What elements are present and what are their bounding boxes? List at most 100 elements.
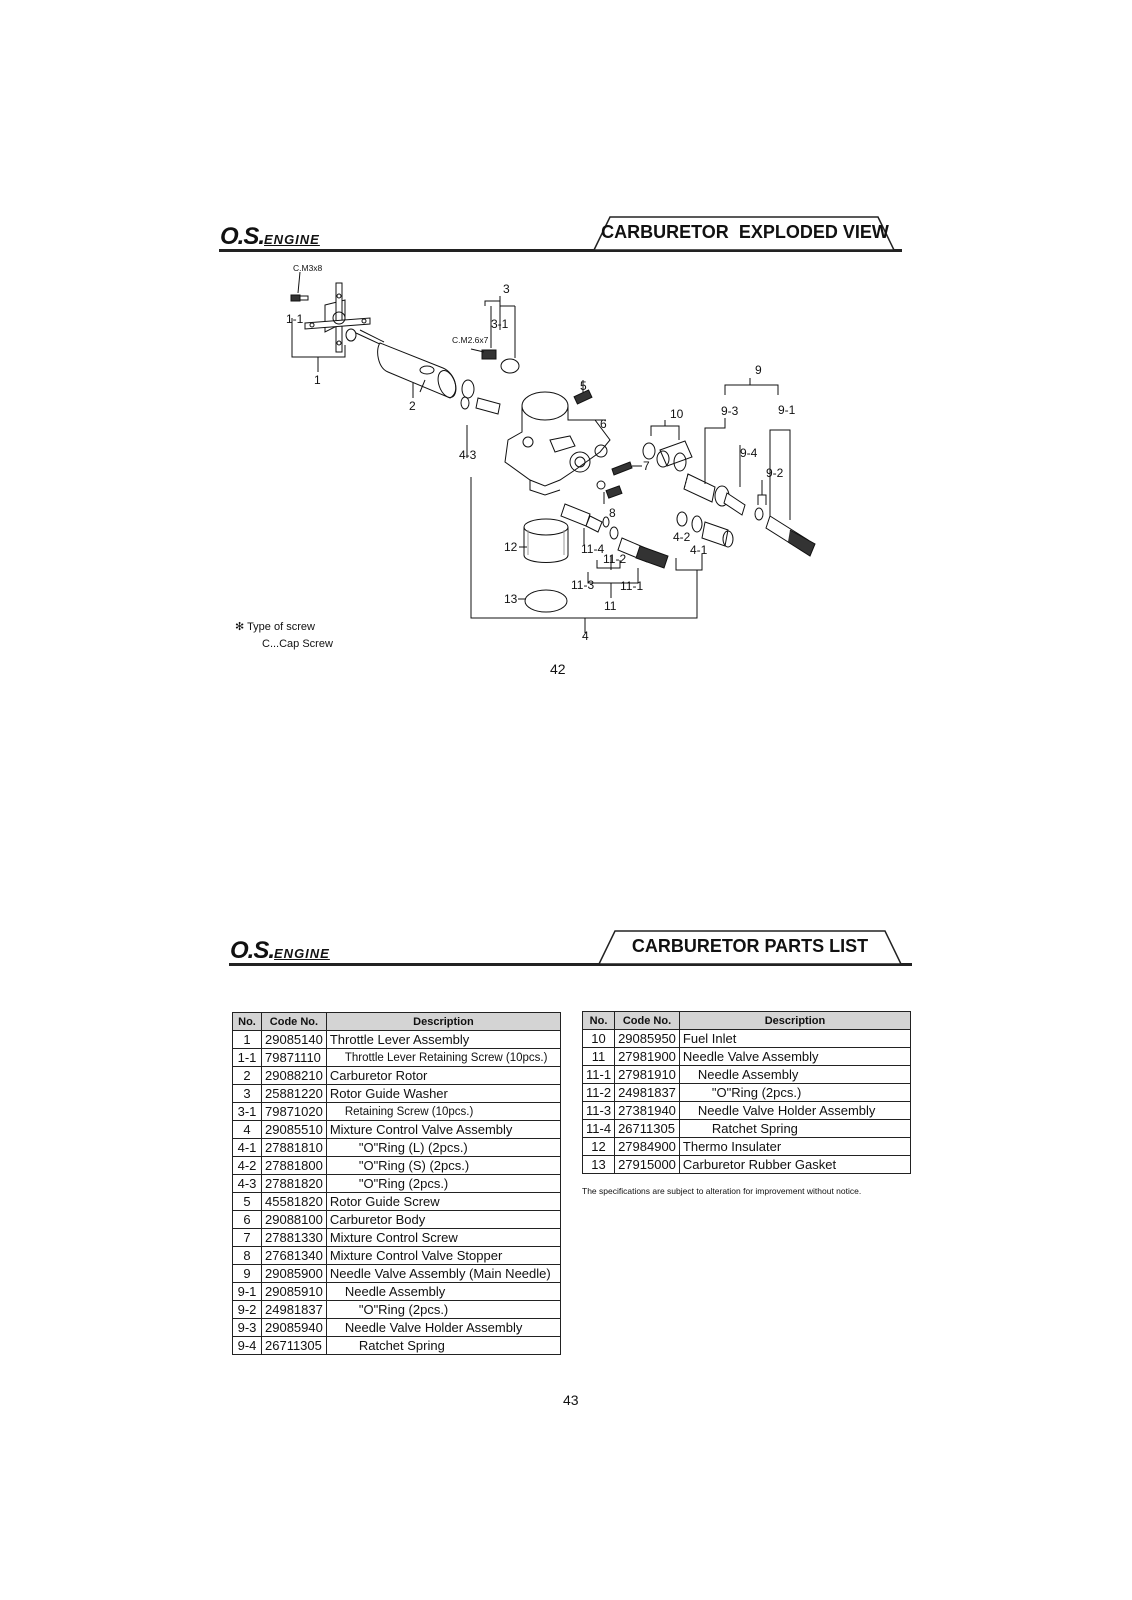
label-3-1: 3-1 (491, 317, 509, 331)
part-number-cell: 11-3 (581, 1101, 616, 1120)
description-cell: Mixture Control Valve Stopper (325, 1246, 562, 1265)
carburetor-rotor-part (355, 329, 457, 399)
code-number-cell: 29088210 (261, 1066, 327, 1085)
description-cell: Needle Valve Holder Assembly (678, 1101, 912, 1120)
code-number-cell: 27881330 (261, 1228, 327, 1247)
page-title-bottom: CARBURETOR PARTS LIST (631, 936, 869, 956)
title-tab-bottom-frame (597, 930, 903, 965)
code-number-cell: 24981837 (614, 1083, 680, 1102)
code-number-cell: 29085940 (261, 1318, 327, 1337)
label-11: 11 (604, 599, 617, 613)
label-11-4: 11-4 (581, 542, 604, 556)
title-tab-top-frame (592, 216, 896, 251)
part-number-cell: 4-3 (232, 1174, 262, 1193)
part-number-cell: 3 (232, 1084, 262, 1103)
code-number-cell: 26711305 (614, 1119, 680, 1138)
description-cell: Rotor Guide Screw (325, 1192, 562, 1211)
label-11-3: 11-3 (571, 578, 594, 592)
part-number-cell: 9-2 (232, 1300, 262, 1319)
label-11-1: 11-1 (620, 579, 643, 593)
col-no-header: No. (232, 1012, 262, 1031)
os-engine-logo-top: O.S.ENGINE (220, 223, 320, 251)
screw-type-note-line1: ✻ Type of screw (235, 621, 315, 633)
label-cm26x7: C.M2.6x7 (452, 335, 489, 345)
code-number-cell: 27981900 (614, 1047, 680, 1066)
label-8: 8 (609, 506, 616, 520)
code-number-cell: 27881810 (261, 1138, 327, 1157)
label-9-2: 9-2 (766, 466, 784, 480)
part-number-cell: 10 (581, 1029, 616, 1048)
needle-valve-assembly-11-part (560, 503, 669, 569)
carburetor-exploded-diagram: C.M3x8 1-1 1 2 3 3-1 C.M2.6x7 5 6 7 8 9 … (286, 263, 816, 643)
screw-cm3x8 (290, 294, 309, 302)
description-cell: Mixture Control Screw (325, 1228, 562, 1247)
description-cell: Throttle Lever Assembly (325, 1030, 562, 1049)
part-number-cell: 9-4 (232, 1336, 262, 1355)
page-number-43: 43 (563, 1392, 579, 1408)
needle-valve-holder-part (683, 473, 730, 507)
code-number-cell: 24981837 (261, 1300, 327, 1319)
label-12: 12 (504, 540, 518, 554)
header-rule-bottom (229, 963, 912, 966)
label-9-3: 9-3 (721, 404, 739, 418)
description-cell: "O"Ring (2pcs.) (678, 1083, 912, 1102)
page-number-42: 42 (550, 661, 566, 677)
code-number-cell: 45581820 (261, 1192, 327, 1211)
description-cell: Mixture Control Valve Assembly (325, 1120, 562, 1139)
code-number-cell: 27381940 (614, 1101, 680, 1120)
col-desc-header: Description (325, 1012, 562, 1031)
label-4-1: 4-1 (690, 543, 708, 557)
description-cell: Needle Assembly (325, 1282, 562, 1301)
table-header-row: No. Code No. Description (232, 1012, 562, 1031)
description-cell: Throttle Lever Retaining Screw (10pcs.) (325, 1048, 562, 1067)
label-3: 3 (503, 282, 510, 296)
label-7: 7 (643, 459, 650, 473)
page-title-top: CARBURETOR EXPLODED VIEW (601, 222, 889, 242)
screw-type-note: ✻ Type of screw C...Cap Screw (235, 620, 333, 650)
label-9: 9 (755, 363, 762, 377)
code-number-cell: 29085950 (614, 1029, 680, 1048)
code-number-cell: 27881800 (261, 1156, 327, 1175)
description-cell: Rotor Guide Washer (325, 1084, 562, 1103)
part-number-cell: 4 (232, 1120, 262, 1139)
label-cm3x8: C.M3x8 (293, 263, 323, 273)
description-cell: Fuel Inlet (678, 1029, 912, 1048)
code-number-cell: 27915000 (614, 1155, 680, 1174)
col-no-header: No. (581, 1011, 616, 1030)
description-cell: Needle Assembly (678, 1065, 912, 1084)
code-number-cell: 29085910 (261, 1282, 327, 1301)
part-number-cell: 9 (232, 1264, 262, 1283)
part-number-cell: 9-3 (232, 1318, 262, 1337)
part-number-cell: 2 (232, 1066, 262, 1085)
col-code-header: Code No. (614, 1011, 680, 1030)
description-cell: Thermo Insulater (678, 1137, 912, 1156)
label-11-2: 11-2 (603, 552, 626, 566)
label-4: 4 (582, 629, 589, 643)
label-4-3: 4-3 (459, 448, 477, 462)
part-number-cell: 3-1 (232, 1102, 262, 1121)
part-number-cell: 11-4 (581, 1119, 616, 1138)
label-13: 13 (504, 592, 518, 606)
part-number-cell: 5 (232, 1192, 262, 1211)
col-desc-header: Description (678, 1011, 912, 1030)
part-number-cell: 6 (232, 1210, 262, 1229)
label-10: 10 (670, 407, 684, 421)
throttle-lever-part (304, 282, 371, 353)
part-number-cell: 13 (581, 1155, 616, 1174)
description-cell: Needle Valve Assembly (Main Needle) (325, 1264, 562, 1283)
